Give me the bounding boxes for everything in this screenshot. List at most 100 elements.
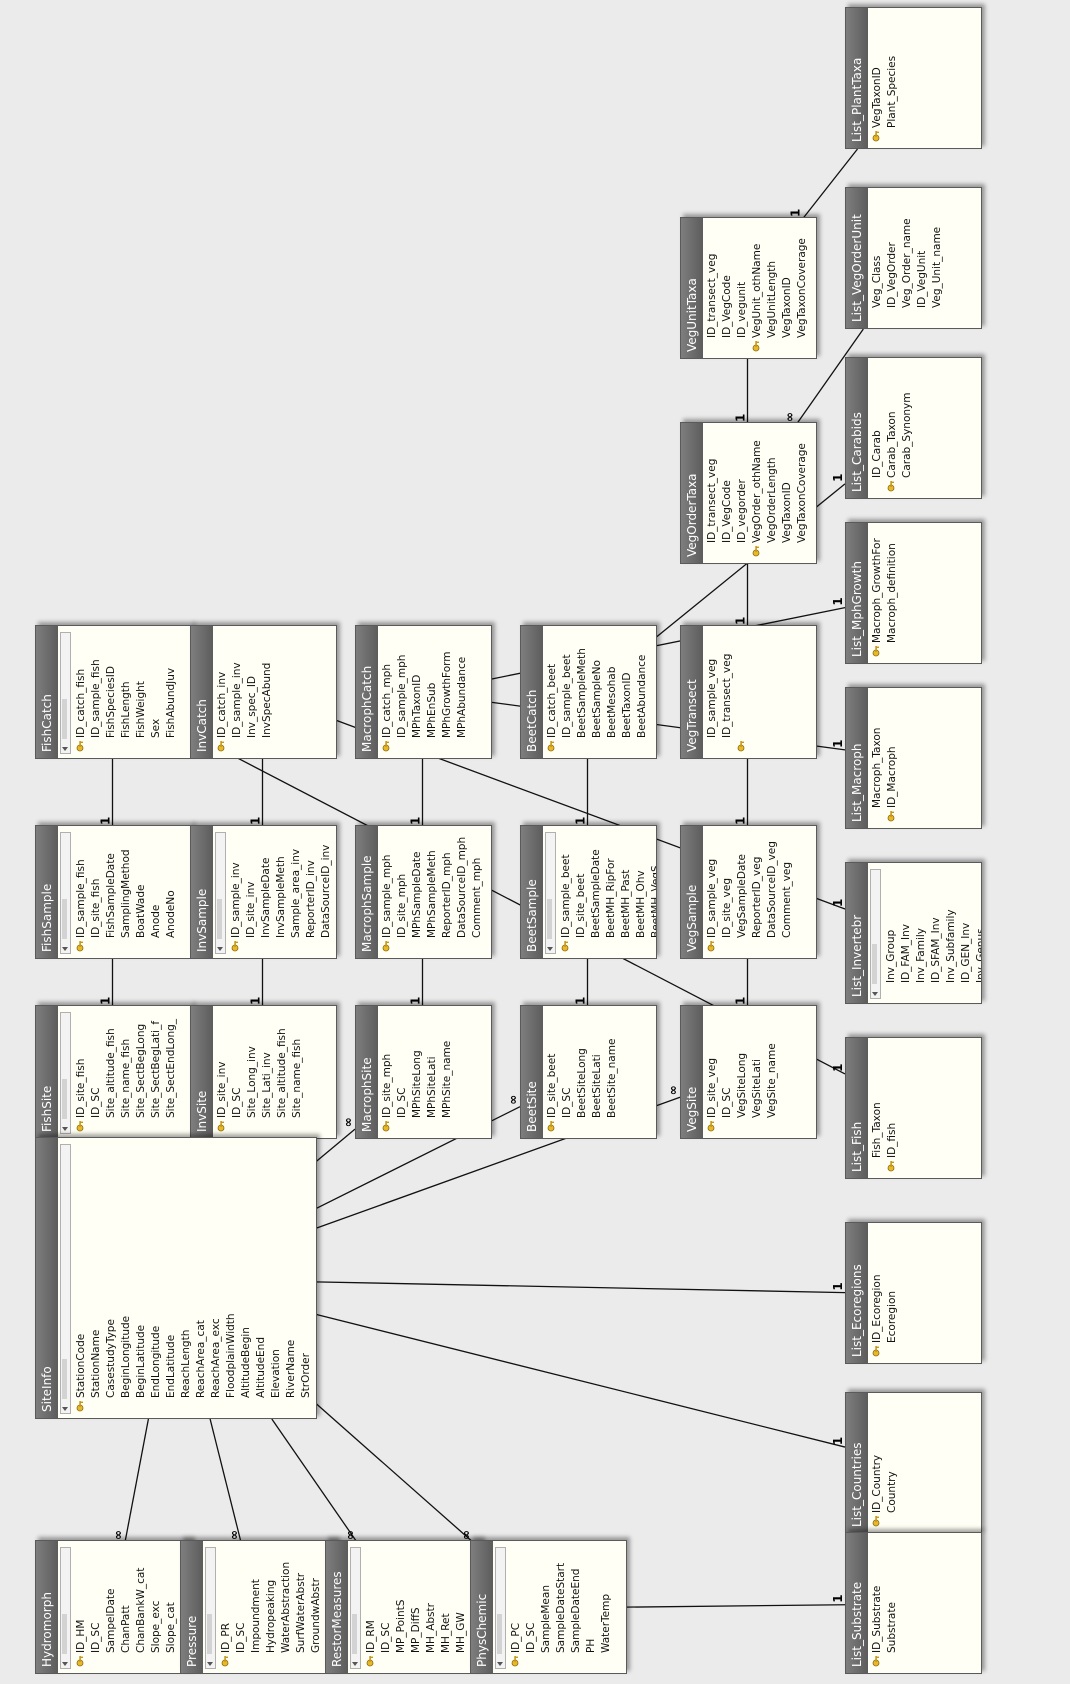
field-row[interactable]: ReachArea_cat bbox=[194, 1138, 209, 1414]
primary-key-field[interactable]: VegOrder_othName bbox=[750, 423, 765, 559]
field-row[interactable]: Sample_area_inv bbox=[289, 826, 304, 954]
field-row[interactable]: ID_SC bbox=[234, 1541, 249, 1669]
relationship-line[interactable] bbox=[124, 1418, 150, 1543]
field-row[interactable]: BeetMH_RipFor bbox=[604, 826, 619, 954]
horizontal-scrollbar[interactable] bbox=[60, 632, 71, 754]
field-row[interactable]: Site_SectBegLong bbox=[134, 1006, 149, 1134]
field-row[interactable]: ID_SC bbox=[89, 1006, 104, 1134]
field-row[interactable]: Elevation bbox=[269, 1138, 284, 1414]
field-row[interactable]: Fish_Taxon bbox=[870, 1038, 885, 1174]
field-row[interactable]: SampleDateEnd bbox=[569, 1541, 584, 1669]
field-row[interactable]: ID_site_inv bbox=[244, 826, 259, 954]
primary-key-field[interactable]: ID_catch_beet bbox=[545, 626, 560, 754]
field-row[interactable]: ID_SC bbox=[720, 1006, 735, 1134]
field-row[interactable]: VegUnitLength bbox=[765, 218, 780, 354]
table-title[interactable]: PhysChemic bbox=[471, 1541, 493, 1673]
table-title[interactable]: FishSite bbox=[36, 1006, 58, 1138]
field-row[interactable]: WaterTemp bbox=[599, 1541, 614, 1669]
relationship-line[interactable] bbox=[271, 1418, 358, 1543]
field-row[interactable]: ID_site_mph bbox=[395, 826, 410, 954]
horizontal-scrollbar[interactable] bbox=[205, 1547, 216, 1669]
field-row[interactable]: Comment_mph bbox=[470, 826, 485, 954]
table-title[interactable]: List_Substrate bbox=[846, 1533, 868, 1673]
field-row[interactable]: ID_VegOrder bbox=[885, 188, 900, 324]
field-row[interactable]: MPhAbundance bbox=[455, 626, 470, 754]
field-row[interactable]: BeetMH_Past bbox=[619, 826, 634, 954]
field-row[interactable]: Site_Long_inv bbox=[245, 1006, 260, 1134]
field-row[interactable]: BeetMH_VegS bbox=[649, 826, 657, 954]
field-row[interactable]: ID_VegUnit bbox=[915, 188, 930, 324]
field-row[interactable]: ID_SC bbox=[230, 1006, 245, 1134]
field-row[interactable]: MP_PointS bbox=[394, 1541, 409, 1669]
table-title[interactable]: SiteInfo bbox=[36, 1138, 58, 1418]
primary-key-field[interactable]: ID_catch_inv bbox=[215, 626, 230, 754]
field-row[interactable]: MPhSiteLong bbox=[410, 1006, 425, 1134]
field-row[interactable]: ID_SC bbox=[560, 1006, 575, 1134]
field-row[interactable]: WaterbodyID bbox=[314, 1138, 317, 1414]
primary-key-field[interactable]: ID_PC bbox=[509, 1541, 524, 1669]
primary-key-field[interactable]: ID_sample_beet bbox=[559, 826, 574, 954]
primary-key-field[interactable]: ID_sample_inv bbox=[229, 826, 244, 954]
field-row[interactable]: MPhTaxonID bbox=[410, 626, 425, 754]
field-row[interactable]: BeetMH_Ohv bbox=[634, 826, 649, 954]
field-row[interactable]: AltitudeBegin bbox=[239, 1138, 254, 1414]
field-row[interactable]: ID_SC bbox=[89, 1541, 104, 1669]
primary-key-field[interactable]: ID_Macroph bbox=[885, 688, 900, 824]
primary-key-field[interactable]: ID_sample_mph bbox=[380, 826, 395, 954]
field-row[interactable]: Inv_Family bbox=[914, 863, 929, 999]
table-title[interactable]: BeetSite bbox=[521, 1006, 543, 1138]
field-row[interactable]: BeetSite_name bbox=[605, 1006, 620, 1134]
table-title[interactable]: MacrophSite bbox=[356, 1006, 378, 1138]
primary-key-field[interactable]: ID_site_veg bbox=[705, 1006, 720, 1134]
field-row[interactable]: BoatWade bbox=[134, 826, 149, 954]
relationship-line[interactable] bbox=[314, 1402, 474, 1543]
field-row[interactable]: ID_Carab bbox=[870, 358, 885, 494]
field-row[interactable]: SampleDateStart bbox=[554, 1541, 569, 1669]
field-row[interactable]: FloodplainWidth bbox=[224, 1138, 239, 1414]
field-row[interactable]: StrOrder bbox=[299, 1138, 314, 1414]
field-row[interactable]: Site_Lati_inv bbox=[260, 1006, 275, 1134]
field-row[interactable]: SurfWaterAbstr bbox=[294, 1541, 309, 1669]
table-title[interactable]: List_Countries bbox=[846, 1393, 868, 1533]
field-row[interactable]: MPhSite_name bbox=[440, 1006, 455, 1134]
field-row[interactable]: BeetTaxonID bbox=[620, 626, 635, 754]
field-row[interactable]: ID_sample_veg bbox=[705, 626, 720, 754]
primary-key-field[interactable]: Carab_Taxon bbox=[885, 358, 900, 494]
primary-key-field[interactable]: ID_site_fish bbox=[74, 1006, 89, 1134]
table-title[interactable]: MacrophSample bbox=[356, 826, 378, 958]
field-row[interactable]: Site_name_fish bbox=[119, 1006, 134, 1134]
field-row[interactable]: StationName bbox=[89, 1138, 104, 1414]
field-row[interactable]: BeetSiteLong bbox=[575, 1006, 590, 1134]
table-title[interactable]: List_VegOrderUnit bbox=[846, 188, 868, 328]
field-row[interactable]: Impoundment bbox=[249, 1541, 264, 1669]
table-title[interactable]: List_Carabids bbox=[846, 358, 868, 498]
field-row[interactable]: MPhSampleDate bbox=[410, 826, 425, 954]
field-row[interactable]: MPhGrowthForm bbox=[440, 626, 455, 754]
table-title[interactable]: BeetCatch bbox=[521, 626, 543, 758]
field-row[interactable]: Comment_veg bbox=[780, 826, 795, 954]
field-row[interactable]: MH_Ret bbox=[439, 1541, 454, 1669]
field-row[interactable]: Anode bbox=[149, 826, 164, 954]
field-row[interactable]: DataSourceID_inv bbox=[319, 826, 334, 954]
primary-key-field[interactable]: ID_sample_veg bbox=[705, 826, 720, 954]
field-row[interactable]: BeginLatitude bbox=[134, 1138, 149, 1414]
field-row[interactable]: Macroph_Taxon bbox=[870, 688, 885, 824]
field-row[interactable]: ID_VegCode bbox=[720, 218, 735, 354]
field-row[interactable]: GroundwAbstr bbox=[309, 1541, 324, 1669]
horizontal-scrollbar[interactable] bbox=[215, 832, 226, 954]
field-row[interactable]: MPhSiteLati bbox=[425, 1006, 440, 1134]
